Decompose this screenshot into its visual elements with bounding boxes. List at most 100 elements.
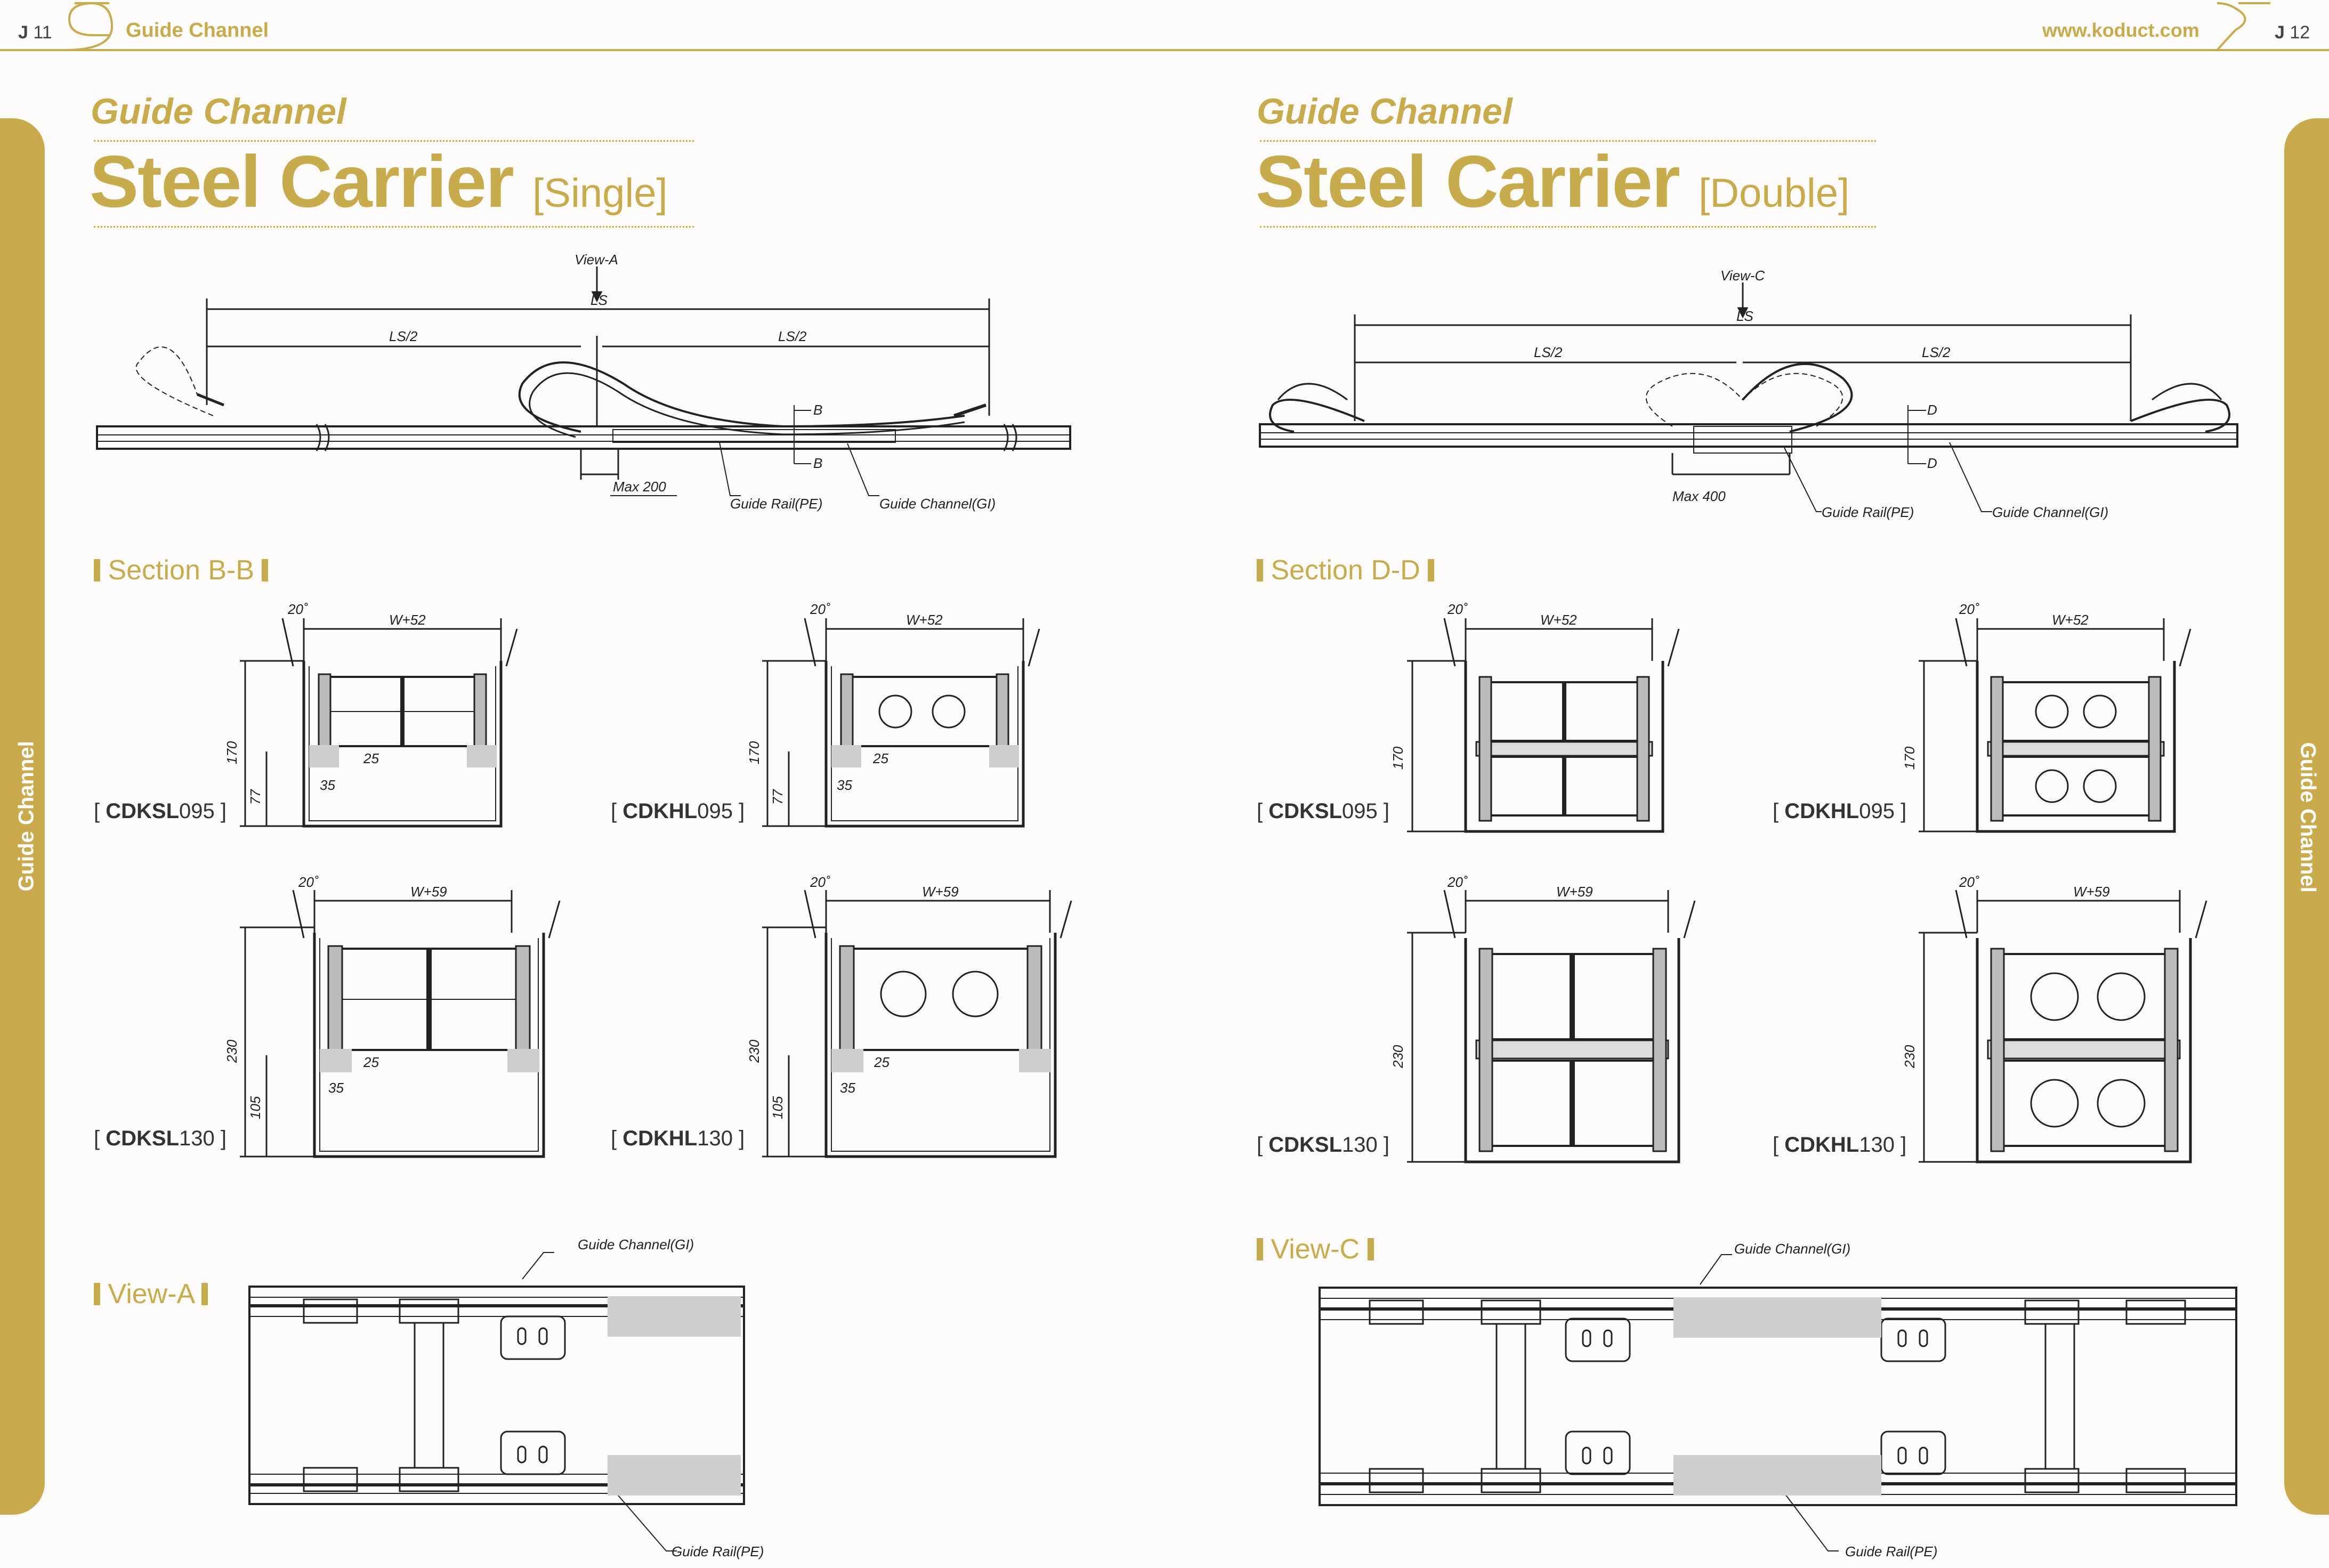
height-label: 230 bbox=[746, 1039, 762, 1063]
left-title-rule-top bbox=[94, 140, 694, 142]
title-bar-icon bbox=[262, 559, 269, 581]
bracket: [ bbox=[1257, 1133, 1269, 1157]
left-overview-drawing: View-A LS LS/2 LS/2 B B Max 200 Guide Ra… bbox=[96, 252, 1071, 512]
model-code: CDKSL bbox=[1268, 799, 1343, 823]
angle-label: 20˚ bbox=[1447, 601, 1468, 617]
right-section-title: Section D-D bbox=[1257, 554, 1435, 586]
d1-label: 25 bbox=[363, 1054, 379, 1070]
bracket: [ bbox=[1773, 799, 1785, 823]
left-page-title: Steel Carrier [Single] bbox=[90, 145, 668, 219]
title-bar-icon bbox=[94, 559, 100, 581]
model-size: 130 bbox=[179, 1127, 215, 1150]
model-size: 130 bbox=[1342, 1133, 1378, 1157]
title-text: Steel Carrier bbox=[1256, 141, 1680, 223]
d2-label: 35 bbox=[840, 1080, 855, 1096]
d2-label: 35 bbox=[320, 777, 335, 793]
inner-height-label: 105 bbox=[247, 1096, 263, 1119]
title-variant: [Double] bbox=[1699, 171, 1850, 216]
bracket: ] bbox=[1894, 1133, 1907, 1157]
height-label: 170 bbox=[746, 741, 762, 764]
label-cdkhl095-single: [ CDKHL095 ] bbox=[611, 799, 745, 823]
half-ls-right: LS/2 bbox=[1922, 344, 1951, 360]
d2-label: 35 bbox=[837, 777, 852, 793]
inner-height-label: 77 bbox=[247, 789, 263, 805]
right-overview-drawing: View-C LS LS/2 LS/2 D D Max 400 Guide Ra… bbox=[1259, 268, 2238, 520]
half-ls-right: LS/2 bbox=[778, 328, 807, 344]
right-page-title: Steel Carrier [Double] bbox=[1256, 145, 1849, 219]
view-a-channel-label: Guide Channel(GI) bbox=[578, 1236, 694, 1252]
guide-channel-label: Guide Channel(GI) bbox=[879, 496, 996, 512]
height-label: 230 bbox=[224, 1039, 240, 1063]
title-text: Steel Carrier bbox=[90, 141, 514, 223]
half-ls-left: LS/2 bbox=[1534, 344, 1563, 360]
bracket: ] bbox=[1894, 799, 1907, 823]
model-code: CDKHL bbox=[1784, 799, 1859, 823]
bracket: ] bbox=[732, 799, 745, 823]
label-cdksl130-single: [ CDKSL130 ] bbox=[94, 1127, 227, 1151]
model-size: 095 bbox=[697, 799, 733, 823]
view-a-drawing: Guide Channel(GI) Guide Rail(PE) bbox=[248, 1236, 764, 1559]
height-label: 230 bbox=[1390, 1045, 1406, 1069]
model-size: 130 bbox=[1859, 1133, 1895, 1157]
height-label: 170 bbox=[1902, 746, 1918, 770]
height-label: 170 bbox=[1390, 746, 1406, 770]
width-label: W+59 bbox=[2073, 884, 2110, 900]
section-b-bottom: B bbox=[813, 455, 822, 471]
model-code: CDKSL bbox=[106, 799, 180, 823]
bracket: [ bbox=[611, 799, 623, 823]
model-code: CDKSL bbox=[1268, 1133, 1343, 1157]
model-code: CDKSL bbox=[106, 1127, 180, 1150]
left-side-tab-label: Guide Channel bbox=[14, 741, 38, 892]
section-cdkhl130-double: 20˚ W+59 230 bbox=[1902, 874, 2207, 1163]
model-code: CDKHL bbox=[1784, 1133, 1859, 1157]
section-title-text: Section B-B bbox=[108, 555, 255, 586]
page-letter: J bbox=[2275, 22, 2285, 43]
inner-height-label: 105 bbox=[770, 1096, 786, 1119]
ls-label: LS bbox=[1736, 308, 1753, 324]
right-kicker: Guide Channel bbox=[1257, 91, 1513, 132]
page-number: 12 bbox=[2290, 22, 2310, 43]
section-title-text: Section D-D bbox=[1271, 555, 1420, 586]
title-bar-icon bbox=[1257, 1238, 1263, 1260]
view-title-text: View-A bbox=[108, 1279, 194, 1310]
right-title-rule-bottom bbox=[1260, 226, 1876, 228]
model-size: 130 bbox=[697, 1127, 733, 1150]
view-a-rail-label: Guide Rail(PE) bbox=[672, 1543, 764, 1559]
angle-label: 20˚ bbox=[810, 601, 830, 617]
d1-label: 25 bbox=[872, 750, 888, 766]
bracket: [ bbox=[1773, 1133, 1785, 1157]
right-view-title: View-C bbox=[1257, 1233, 1374, 1265]
header-url[interactable]: www.koduct.com bbox=[2042, 19, 2199, 41]
label-cdksl095-single: [ CDKSL095 ] bbox=[94, 799, 227, 823]
width-label: W+52 bbox=[906, 612, 943, 628]
model-code: CDKHL bbox=[622, 1127, 698, 1150]
model-size: 095 bbox=[1342, 799, 1378, 823]
section-cdksl130-double: 20˚ W+59 230 bbox=[1390, 874, 1696, 1163]
right-title-rule-top bbox=[1260, 140, 1876, 142]
view-c-channel-label: Guide Channel(GI) bbox=[1734, 1241, 1850, 1257]
left-side-tab bbox=[0, 118, 45, 1515]
bracket: ] bbox=[732, 1127, 745, 1150]
d1-label: 25 bbox=[874, 1054, 889, 1070]
half-ls-left: LS/2 bbox=[389, 328, 418, 344]
height-label: 230 bbox=[1902, 1045, 1918, 1069]
section-cdksl095-double: 20˚ W+52 170 bbox=[1390, 601, 1680, 833]
bracket: [ bbox=[94, 1127, 106, 1150]
left-view-title: View-A bbox=[94, 1278, 208, 1310]
bracket: ] bbox=[214, 799, 227, 823]
label-cdkhl130-double: [ CDKHL130 ] bbox=[1773, 1133, 1906, 1157]
label-cdkhl130-single: [ CDKHL130 ] bbox=[611, 1127, 745, 1151]
d2-label: 35 bbox=[328, 1080, 344, 1096]
width-label: W+52 bbox=[389, 612, 426, 628]
title-variant: [Single] bbox=[532, 171, 668, 216]
guide-rail-label: Guide Rail(PE) bbox=[1822, 504, 1914, 520]
section-d-top: D bbox=[1927, 402, 1937, 418]
label-cdksl130-double: [ CDKSL130 ] bbox=[1257, 1133, 1389, 1157]
section-d-bottom: D bbox=[1927, 455, 1937, 471]
page-letter: J bbox=[18, 22, 28, 43]
section-cdksl130-single: 20˚ W+59 230 105 25 35 bbox=[224, 874, 561, 1158]
inner-height-label: 77 bbox=[770, 789, 786, 805]
angle-label: 20˚ bbox=[1447, 874, 1468, 890]
section-cdkhl095-double: 20˚ W+52 170 bbox=[1902, 601, 2191, 833]
angle-label: 20˚ bbox=[810, 874, 830, 890]
